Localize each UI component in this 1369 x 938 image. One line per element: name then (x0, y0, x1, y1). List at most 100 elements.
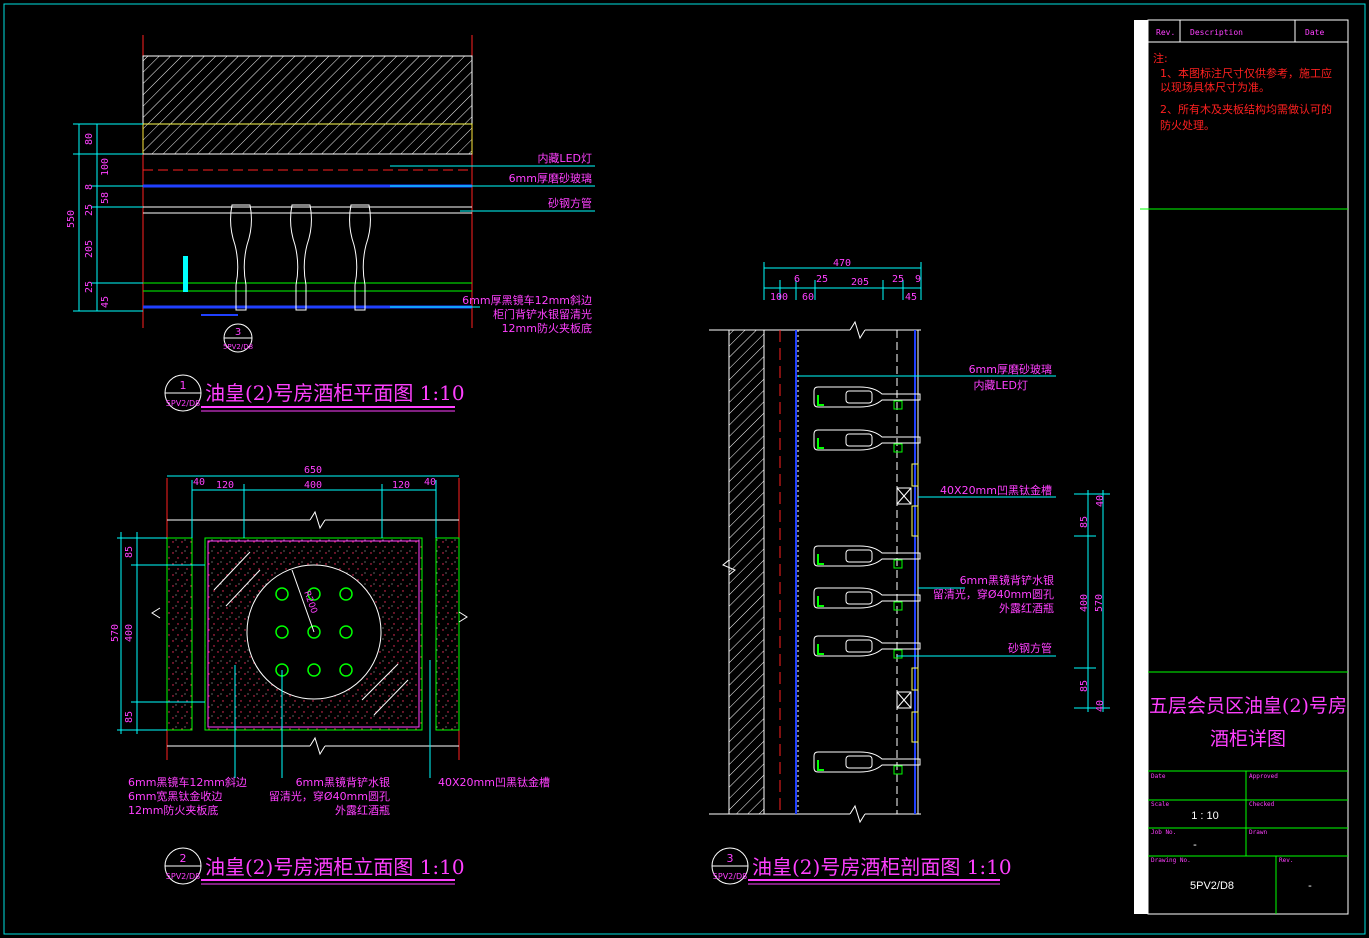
sect-dim: 470 (833, 258, 851, 269)
plan-dim: 8 (84, 184, 95, 190)
elev-dim: 400 (304, 480, 322, 491)
view-number: 2 (180, 852, 187, 865)
view-ref: 5PV2/D8 (713, 872, 747, 881)
elev-label: 6mm黑镜车12mm斜边 (128, 775, 247, 789)
elev-label: 6mm宽黑钛金收边 (128, 789, 222, 803)
bottle-section (813, 635, 921, 659)
bottle-section (813, 386, 921, 410)
notes-label: 注: (1153, 51, 1168, 65)
elev-label: 外露红酒瓶 (335, 803, 390, 817)
sect-label: 外露红酒瓶 (999, 601, 1054, 615)
sect-dim: 400 (1079, 594, 1090, 612)
bottle-section (813, 587, 921, 611)
plan-label: 6mm厚黑镜车12mm斜边 (462, 293, 592, 307)
project-subtitle: 酒柜详图 (1210, 728, 1286, 750)
view-ref: 5PV2/D8 (166, 872, 200, 881)
elev-dim: 40 (193, 477, 205, 488)
sect-label: 内藏LED灯 (973, 378, 1028, 392)
field-label: Checked (1249, 801, 1275, 808)
sect-label: 6mm黑镜背铲水银 (960, 573, 1054, 587)
sect-dim: 25 (816, 274, 828, 285)
plan-dim: 80 (84, 133, 95, 145)
plan-label: 12mm防火夹板底 (502, 321, 592, 335)
plan-dim: 25 (84, 281, 95, 293)
bottle-plan (230, 204, 371, 311)
view-number: 3 (727, 852, 734, 865)
plan-label: 内藏LED灯 (537, 151, 592, 165)
elevation-title: 油皇(2)号房酒柜立面图 1:10 (205, 855, 465, 879)
plan-dim: 100 (100, 158, 111, 176)
view-number: 1 (180, 379, 187, 392)
field-label: Drawn (1249, 829, 1267, 836)
sect-dim: 85 (1079, 680, 1090, 692)
sect-dim: 40 (1095, 700, 1106, 712)
rev-value: - (1308, 880, 1312, 892)
sect-dim: 85 (1079, 516, 1090, 528)
plan-label: 砂钢方管 (548, 196, 592, 210)
field-label: Approved (1249, 773, 1278, 780)
plan-view: 80 100 8 58 25 205 25 45 550 内藏LED灯 6mm厚… (66, 35, 595, 412)
plan-dim: 25 (84, 204, 95, 216)
elev-dim: 85 (124, 546, 135, 558)
bottle-section (813, 429, 921, 453)
sect-dim: 45 (905, 292, 917, 303)
header-rev: Rev. (1156, 28, 1175, 37)
sect-dim: 60 (802, 292, 814, 303)
plan-dim: 550 (66, 210, 77, 228)
elev-label: 留清光，穿Ø40mm圆孔 (269, 789, 390, 803)
elev-label: 40X20mm凹黑钛金槽 (438, 775, 550, 789)
section-marker-num: 3 (235, 327, 241, 338)
led-light-symbol (183, 256, 188, 292)
sect-dim: 9 (915, 274, 921, 285)
sect-dim: 100 (770, 292, 788, 303)
bottle-section (813, 751, 921, 775)
note-line: 防火处理。 (1160, 118, 1215, 132)
sect-dim: 570 (1094, 594, 1105, 612)
sect-dim: 6 (794, 274, 800, 285)
note-line: 1、本图标注尺寸仅供参考，施工应 (1160, 66, 1332, 80)
elev-dim: 570 (110, 624, 121, 642)
drawing-frame (3, 3, 1366, 935)
section-title: 油皇(2)号房酒柜剖面图 1:10 (752, 855, 1012, 879)
sect-dim: 40 (1095, 495, 1106, 507)
plan-dim: 58 (100, 192, 111, 204)
drawing-number: 5PV2/D8 (1190, 880, 1234, 892)
elevation-view: R200 650 40 120 400 120 40 (110, 465, 550, 885)
sect-label: 砂钢方管 (1008, 641, 1052, 655)
side-panel-right (435, 537, 460, 731)
elev-label: 6mm黑镜背铲水银 (296, 775, 390, 789)
plan-label: 6mm厚磨砂玻璃 (509, 171, 592, 185)
title-block: Rev. Description Date 注: 1、本图标注尺寸仅供参考，施工… (1134, 19, 1349, 915)
section-marker-ref: 5PV2/D8 (223, 343, 253, 351)
plan-dim: 205 (84, 240, 95, 258)
elev-dim: 40 (424, 477, 436, 488)
job-value: - (1193, 839, 1197, 851)
sect-label: 6mm厚磨砂玻璃 (969, 362, 1052, 376)
wall-hatch (142, 55, 473, 125)
sect-dim: 205 (851, 277, 869, 288)
scale-value: 1 : 10 (1191, 810, 1219, 822)
note-line: 以现场具体尺寸为准。 (1160, 80, 1270, 94)
note-line: 2、所有木及夹板结构均需做认可的 (1160, 102, 1332, 116)
sect-label: 40X20mm凹黑钛金槽 (940, 483, 1052, 497)
side-panel-left (166, 537, 193, 731)
elev-dim: 400 (124, 624, 135, 642)
bottle-section (813, 545, 921, 569)
elev-label: 12mm防火夹板底 (128, 803, 218, 817)
header-date: Date (1305, 28, 1324, 37)
wall-hatch (728, 329, 765, 815)
bottle-holes (275, 587, 353, 677)
sect-label: 留清光，穿Ø40mm圆孔 (933, 587, 1054, 601)
plan-label: 柜门背铲水银留清光 (493, 307, 592, 321)
bottle-section-group (813, 386, 921, 775)
field-label: Drawing No. (1151, 857, 1191, 864)
plan-dim: 45 (100, 296, 111, 308)
field-label: Date (1151, 773, 1166, 780)
sect-dim: 25 (892, 274, 904, 285)
project-title: 五层会员区油皇(2)号房 (1149, 695, 1347, 717)
field-label: Rev. (1279, 857, 1293, 864)
field-label: Job No. (1151, 829, 1176, 836)
elev-dim: 650 (304, 465, 322, 476)
view-ref: 5PV2/D8 (166, 399, 200, 408)
